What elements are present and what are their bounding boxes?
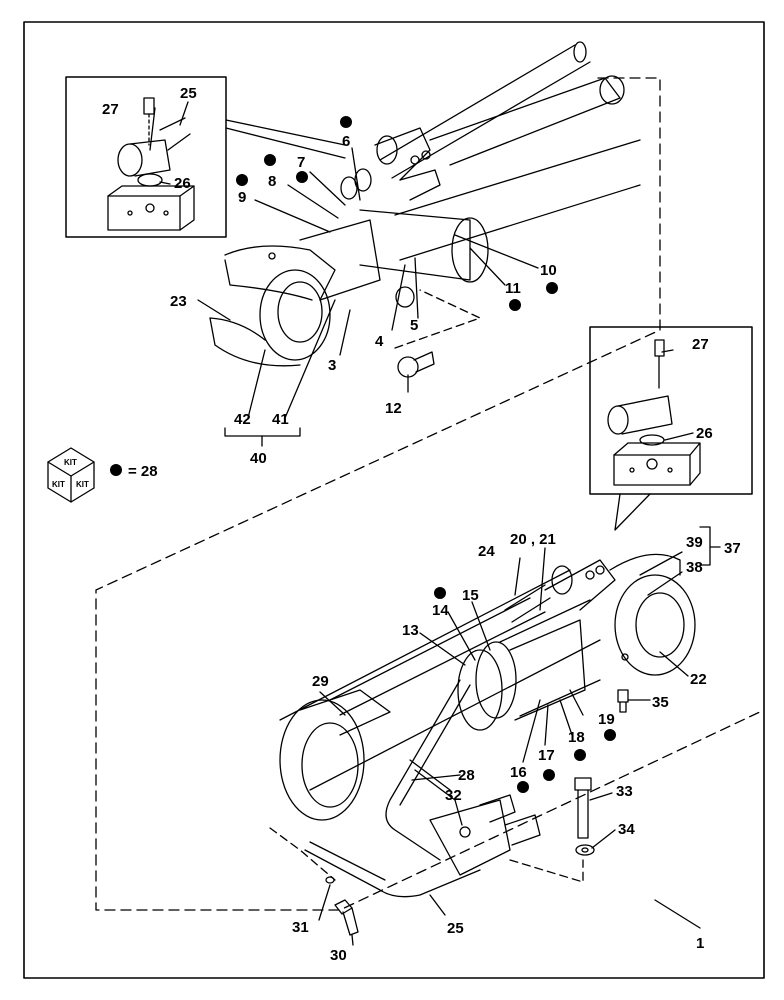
- callout-39: 39: [686, 534, 703, 551]
- callout-23: 23: [170, 293, 187, 310]
- kit-cube-icon: KIT KIT KIT: [47, 447, 95, 503]
- callout-37: 37: [724, 540, 741, 557]
- callout-27-upper: 27: [102, 101, 119, 118]
- callout-7: 7: [297, 154, 305, 171]
- callout-42: 42: [234, 411, 251, 428]
- callout-34: 34: [618, 821, 635, 838]
- callout-5: 5: [410, 317, 418, 334]
- callout-38: 38: [686, 559, 703, 576]
- callout-10: 10: [540, 262, 557, 279]
- callout-28: 28: [458, 767, 475, 784]
- callout-labels: 1 3 4 5 6 7 8 9 10 11 12 13 14 15 16 17 …: [102, 85, 741, 964]
- piston-rod-assembly: [209, 41, 641, 378]
- callout-29: 29: [312, 673, 329, 690]
- callout-30: 30: [330, 947, 347, 964]
- callout-13: 13: [402, 622, 419, 639]
- dashed-leader-31: [269, 827, 336, 881]
- callout-18: 18: [568, 729, 585, 746]
- callout-25-upper: 25: [180, 85, 197, 102]
- detail-box-upper: [65, 76, 346, 238]
- callout-leaders: [149, 101, 721, 946]
- kit-dot: [509, 299, 521, 311]
- kit-dot: [296, 171, 308, 183]
- cylinder-tube-assembly: [279, 553, 696, 936]
- callout-17: 17: [538, 747, 555, 764]
- dashed-leader-33: [509, 859, 584, 883]
- callout-14: 14: [432, 602, 449, 619]
- leader-1: [654, 899, 701, 929]
- callout-12: 12: [385, 400, 402, 417]
- callout-35: 35: [652, 694, 669, 711]
- dashed-leader-12: [394, 289, 481, 349]
- callout-40: 40: [250, 450, 267, 467]
- kit-markers: [110, 116, 616, 793]
- kit-dot: [574, 749, 586, 761]
- callout-9: 9: [238, 189, 246, 206]
- callout-6: 6: [342, 133, 350, 150]
- callout-4: 4: [375, 333, 384, 350]
- dashed-boundary-upper: [95, 77, 765, 911]
- kit-dot: [236, 174, 248, 186]
- callout-3: 3: [328, 357, 336, 374]
- callout-1: 1: [696, 935, 704, 952]
- callout-24: 24: [478, 543, 495, 560]
- callout-27-lower: 27: [692, 336, 709, 353]
- callout-31: 31: [292, 919, 309, 936]
- kit-label-right: KIT: [76, 480, 89, 489]
- kit-dot: [517, 781, 529, 793]
- kit-dot: [340, 116, 352, 128]
- legend-equals-28: = 28: [128, 463, 158, 480]
- kit-dot: [604, 729, 616, 741]
- callout-20-21: 20 , 21: [510, 531, 556, 548]
- callout-11: 11: [505, 280, 521, 297]
- callout-26-lower: 26: [696, 425, 713, 442]
- kit-dot: [110, 464, 122, 476]
- callout-33: 33: [616, 783, 633, 800]
- detail-box-lower: [589, 326, 753, 531]
- kit-label-top: KIT: [64, 458, 77, 467]
- kit-dot: [543, 769, 555, 781]
- callout-32: 32: [445, 787, 462, 804]
- callout-16: 16: [510, 764, 527, 781]
- kit-dot: [546, 282, 558, 294]
- callout-41: 41: [272, 411, 289, 428]
- callout-25-lower: 25: [447, 920, 464, 937]
- callout-15: 15: [462, 587, 479, 604]
- callout-22: 22: [690, 671, 707, 688]
- kit-dot: [434, 587, 446, 599]
- kit-dot: [264, 154, 276, 166]
- outer-frame: [23, 21, 765, 979]
- callout-19: 19: [598, 711, 615, 728]
- kit-label-left: KIT: [52, 480, 65, 489]
- callout-8: 8: [268, 173, 276, 190]
- callout-26-upper: 26: [174, 175, 191, 192]
